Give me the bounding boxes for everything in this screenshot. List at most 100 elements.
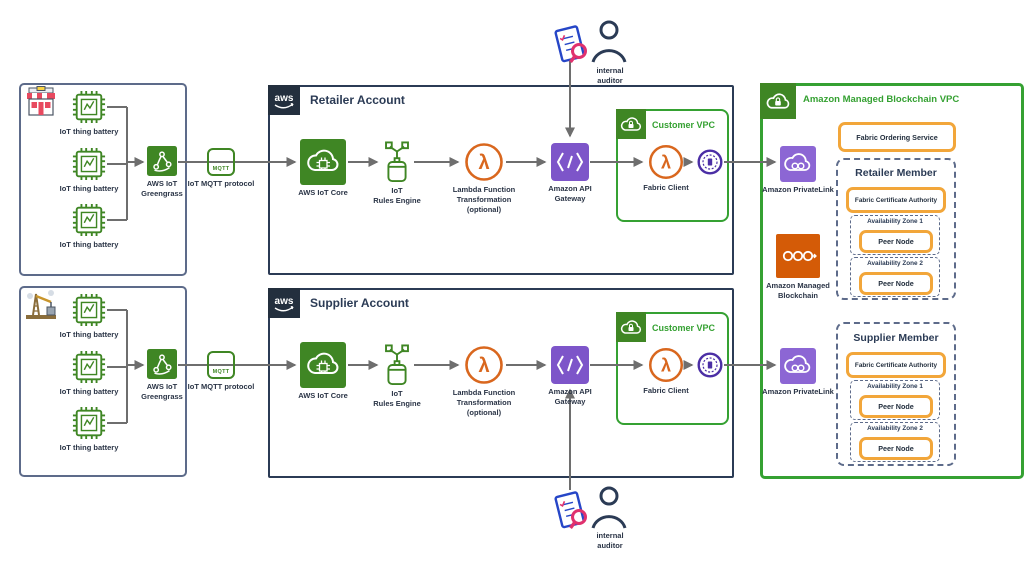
svg-text:λ: λ [661, 152, 671, 172]
fabric-client-lambda-icon: λ [648, 144, 684, 180]
mqtt-label: IoT MQTT protocol [187, 382, 255, 391]
store-icon [27, 86, 55, 116]
greengrass-label: AWS IoT Greengrass [141, 179, 183, 198]
iot-chip-icon [72, 350, 106, 384]
mqtt-label: IoT MQTT protocol [187, 179, 255, 188]
retailer-customer-vpc-box [616, 109, 729, 222]
rules-engine-label: IoT Rules Engine [373, 186, 421, 205]
iot-core-label: AWS IoT Core [298, 188, 348, 197]
supplier-member-title: Supplier Member [853, 332, 939, 344]
supplier-customer-vpc-box [616, 312, 729, 425]
az-title: Availability Zone 1 [867, 218, 923, 225]
iot-chip-icon [72, 203, 106, 237]
cloud-lock-glyph [766, 93, 790, 109]
greengrass-icon [147, 349, 177, 379]
audit-clipboard-icon [554, 491, 587, 530]
mqtt-badge-text: MQTT [212, 369, 230, 375]
retailer-iot-core: AWS IoT Core [273, 139, 373, 198]
svg-text:λ: λ [478, 355, 489, 377]
greengrass-icon [147, 146, 177, 176]
managed-blockchain-icon [776, 234, 820, 278]
blockchain-vpc-title: Amazon Managed Blockchain VPC [803, 94, 960, 105]
availability-zone: Availability Zone 1 Peer Node [850, 380, 940, 420]
aws-logo-icon: aws [275, 93, 294, 109]
retailer-member-box: Retailer Member Fabric Certificate Autho… [836, 158, 956, 300]
privatelink-label: Amazon PrivateLink [762, 387, 834, 396]
iot-thing-label: IoT thing battery [59, 443, 119, 452]
supplier-iot-thing-2: IoT thing battery [34, 350, 144, 397]
mqtt-badge-text: MQTT [212, 166, 230, 172]
retailer-iot-thing-1: IoT thing battery [34, 90, 144, 137]
peer-node: Peer Node [859, 437, 933, 460]
supplier-iot-thing-3: IoT thing battery [34, 406, 144, 453]
fabric-client-label: Fabric Client [643, 183, 689, 192]
svg-text:aws: aws [275, 93, 294, 104]
retailer-member-title: Retailer Member [855, 167, 937, 179]
mqtt-protocol-icon: MQTT [207, 148, 235, 176]
vpc-cloud-icon [616, 312, 646, 342]
managed-blockchain-label: Amazon Managed Blockchain [766, 281, 830, 300]
supplier-account-title: Supplier Account [310, 296, 409, 310]
supplier-customer-vpc-title: Customer VPC [652, 323, 716, 333]
api-gateway-icon [551, 143, 589, 181]
api-gateway-icon [551, 346, 589, 384]
supplier-site-box [19, 286, 187, 477]
retailer-lambda: λ Lambda Function Transformation (option… [434, 142, 534, 214]
iot-chip-icon [72, 293, 106, 327]
lambda-label: Lambda Function Transformation (optional… [452, 185, 516, 214]
iot-chip-icon [72, 147, 106, 181]
supplier-api-gateway: Amazon API Gateway [520, 346, 620, 407]
retailer-account-title: Retailer Account [310, 93, 405, 107]
retailer-account-box [268, 85, 734, 275]
iot-thing-label: IoT thing battery [59, 240, 119, 249]
retailer-mqtt: MQTT IoT MQTT protocol [171, 148, 271, 189]
factory-icon [26, 290, 56, 319]
az-title: Availability Zone 2 [867, 260, 923, 267]
cloud-lock-glyph [620, 320, 642, 334]
supplier-mqtt: MQTT IoT MQTT protocol [171, 351, 271, 392]
lambda-label: Lambda Function Transformation (optional… [452, 388, 516, 417]
peer-node: Peer Node [859, 272, 933, 295]
mqtt-protocol-icon: MQTT [207, 351, 235, 379]
availability-zone: Availability Zone 1 Peer Node [850, 215, 940, 255]
privatelink-retailer: Amazon PrivateLink [752, 146, 844, 195]
retailer-api-gateway: Amazon API Gateway [520, 143, 620, 204]
aws-logo-icon: aws [275, 296, 294, 312]
blockchain-vpc-box [760, 83, 1024, 479]
svg-text:λ: λ [478, 152, 489, 174]
vpc-endpoint-icon [697, 149, 723, 175]
iot-core-icon [300, 342, 346, 388]
auditor-person-icon [591, 486, 627, 529]
retailer-iot-thing-3: IoT thing battery [34, 203, 144, 250]
cloud-lock-glyph [620, 117, 642, 131]
supplier-rules-engine: IoT Rules Engine [347, 344, 447, 409]
fabric-ordering-service: Fabric Ordering Service [838, 122, 956, 152]
az-title: Availability Zone 1 [867, 383, 923, 390]
blockchain-vpc-cloud-icon [760, 83, 796, 119]
fabric-client-lambda-icon: λ [648, 347, 684, 383]
retailer-customer-vpc-title: Customer VPC [652, 120, 716, 130]
internal-auditor-label: internal auditor [596, 531, 624, 550]
supplier-account-box [268, 288, 734, 478]
aws-logo: aws [268, 85, 300, 115]
supplier-greengrass: AWS IoT Greengrass [112, 349, 212, 402]
supplier-fabric-client: λ Fabric Client [626, 347, 706, 396]
aws-logo: aws [268, 288, 300, 318]
iot-thing-label: IoT thing battery [59, 330, 119, 339]
iot-core-label: AWS IoT Core [298, 391, 348, 400]
iot-chip-icon [72, 90, 106, 124]
fabric-ca: Fabric Certificate Authority [846, 352, 946, 378]
greengrass-label: AWS IoT Greengrass [141, 382, 183, 401]
iot-chip-icon [72, 406, 106, 440]
supplier-lambda: λ Lambda Function Transformation (option… [434, 345, 534, 417]
supplier-member-box: Supplier Member Fabric Certificate Autho… [836, 322, 956, 466]
iot-core-icon [300, 139, 346, 185]
iot-thing-label: IoT thing battery [59, 127, 119, 136]
retailer-fabric-client: λ Fabric Client [626, 144, 706, 193]
vpc-cloud-icon [616, 109, 646, 139]
vpc-endpoint-icon [697, 352, 723, 378]
svg-text:λ: λ [661, 355, 671, 375]
iot-thing-label: IoT thing battery [59, 184, 119, 193]
